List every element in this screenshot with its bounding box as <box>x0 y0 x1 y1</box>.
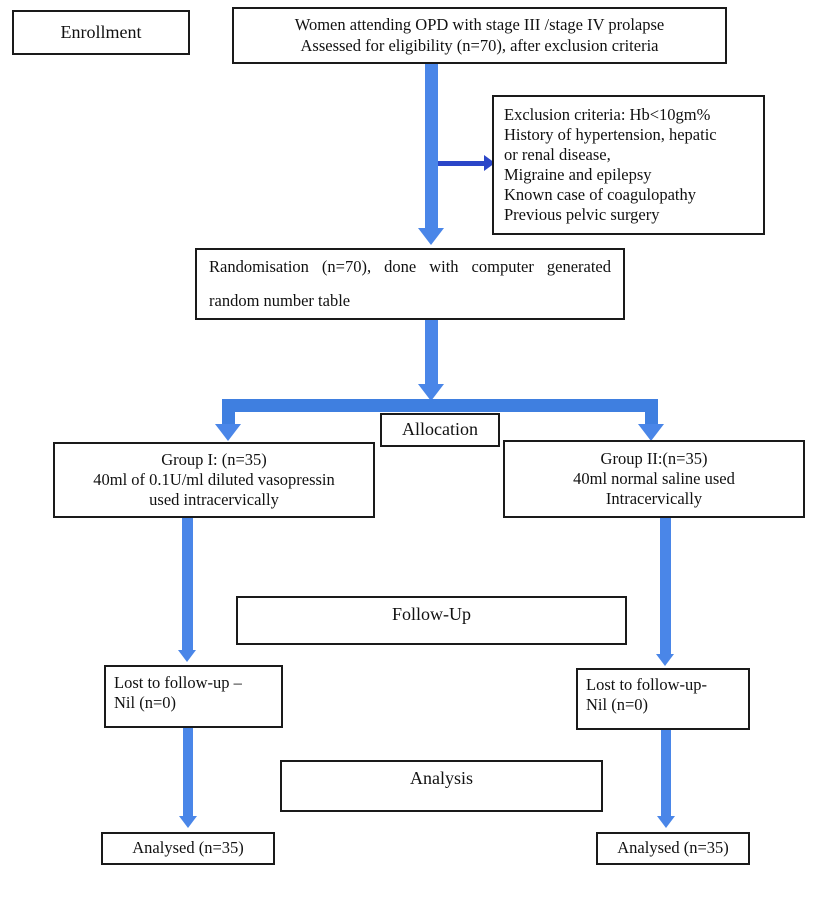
allocation-branch-left-head <box>215 424 241 441</box>
box-randomisation-line-1: Randomisation (n=70), done with computer… <box>209 256 611 276</box>
box-lost-right-line-1: Lost to follow-up- <box>586 675 707 694</box>
box-group-2-line-1: Group II:(n=35) <box>600 448 708 468</box>
stage-label-analysis: Analysis <box>280 760 603 812</box>
box-analysed-left-text: Analysed (n=35) <box>132 838 244 858</box>
box-exclusion-line-5: Known case of coagulopathy <box>504 185 696 205</box>
stage-label-analysis-text: Analysis <box>410 768 473 788</box>
box-randomisation-line-2: random number table <box>209 290 351 310</box>
box-group-1-line-1: Group I: (n=35) <box>161 449 267 469</box>
arrow-head-assessed-to-randomisation <box>418 228 444 245</box>
box-lost-to-followup-right: Lost to follow-up- Nil (n=0) <box>576 668 750 730</box>
box-assessed-line-1: Women attending OPD with stage III /stag… <box>294 15 665 35</box>
box-lost-right-line-2: Nil (n=0) <box>586 695 649 715</box>
arrow-head-group1-to-lost-left <box>178 650 196 662</box>
stage-label-enrollment-text: Enrollment <box>60 21 142 42</box>
arrow-head-randomisation-to-allocation <box>418 384 444 401</box>
box-group-1-line-3: used intracervically <box>149 490 279 510</box>
box-analysed-right-text: Analysed (n=35) <box>617 838 729 858</box>
box-assessed-for-eligibility: Women attending OPD with stage III /stag… <box>232 7 727 64</box>
allocation-branch-left-shaft <box>222 399 235 426</box>
stage-label-followup-text: Follow-Up <box>391 604 471 624</box>
arrow-shaft-assessed-to-randomisation <box>425 63 438 230</box>
box-assessed-line-2: Assessed for eligibility (n=70), after e… <box>300 35 659 55</box>
box-analysed-right: Analysed (n=35) <box>596 832 750 865</box>
box-lost-to-followup-left: Lost to follow-up – Nil (n=0) <box>104 665 283 728</box>
arrow-head-group2-to-lost-right <box>656 654 674 666</box>
stage-label-allocation-text: Allocation <box>402 419 478 440</box>
stage-label-allocation: Allocation <box>380 413 500 447</box>
allocation-branch-right-shaft <box>645 399 658 426</box>
stage-label-followup: Follow-Up <box>236 596 627 645</box>
stage-label-enrollment: Enrollment <box>12 10 190 55</box>
arrow-shaft-lost-left-to-analysed-left <box>183 728 193 818</box>
box-lost-left-line-1: Lost to follow-up – <box>114 673 242 692</box>
arrow-shaft-group2-to-lost-right <box>660 518 671 656</box>
box-group-2-line-2: 40ml normal saline used <box>573 468 735 488</box>
box-exclusion-criteria: Exclusion criteria: Hb<10gm% History of … <box>492 95 765 235</box>
box-group-2-line-3: Intracervically <box>605 489 703 509</box>
box-exclusion-line-3: or renal disease, <box>504 144 611 164</box>
arrow-shaft-to-exclusion <box>438 161 486 166</box>
box-group-1: Group I: (n=35) 40ml of 0.1U/ml diluted … <box>53 442 375 518</box>
allocation-split-bar <box>222 399 658 412</box>
box-group-1-line-2: 40ml of 0.1U/ml diluted vasopressin <box>93 469 335 489</box>
allocation-branch-right-head <box>638 424 664 441</box>
arrow-shaft-lost-right-to-analysed-right <box>661 730 671 818</box>
box-group-2: Group II:(n=35) 40ml normal saline used … <box>503 440 805 518</box>
box-exclusion-line-4: Migraine and epilepsy <box>504 165 652 184</box>
arrow-head-lost-right-to-analysed-right <box>657 816 675 828</box>
box-lost-left-line-2: Nil (n=0) <box>114 693 177 713</box>
arrow-shaft-group1-to-lost-left <box>182 518 193 652</box>
arrow-head-to-exclusion <box>484 155 495 171</box>
box-randomisation: Randomisation (n=70), done with computer… <box>195 248 625 320</box>
box-analysed-left: Analysed (n=35) <box>101 832 275 865</box>
box-exclusion-line-1: Exclusion criteria: Hb<10gm% <box>504 104 711 124</box>
box-exclusion-line-6: Previous pelvic surgery <box>504 205 660 225</box>
arrow-head-lost-left-to-analysed-left <box>179 816 197 828</box>
box-exclusion-line-2: History of hypertension, hepatic <box>504 124 717 144</box>
arrow-shaft-randomisation-to-allocation <box>425 320 438 386</box>
